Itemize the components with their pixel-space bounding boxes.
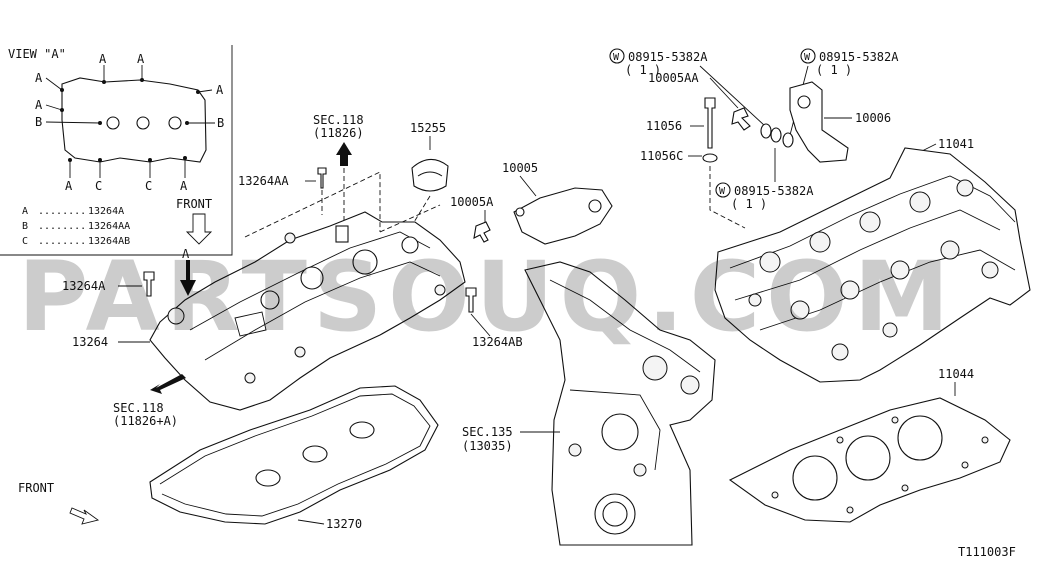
cover-port: [260, 290, 280, 310]
label-sec118-bottom-ref: (11826+A): [113, 414, 178, 428]
label-13264A: 13264A: [62, 279, 106, 293]
washer-symbol-icon: [715, 182, 731, 198]
inset-border: [0, 45, 233, 256]
label-13264AB: 13264AB: [472, 335, 523, 349]
legend-part: 13264A: [88, 206, 124, 217]
front-cover-group: 10005 10005A 13264AB SEC.135 (13035): [450, 161, 716, 546]
legend-key: C: [22, 236, 28, 247]
label-10005: 10005: [502, 161, 538, 175]
timing-chain-case-front: [524, 261, 716, 546]
view-a-plug-hole-3: [168, 116, 182, 130]
bolt-13264AB: [465, 287, 477, 313]
label-13264: 13264: [72, 335, 108, 349]
rocker-cover-gasket-13270: [149, 385, 439, 525]
legend-dots: ........: [38, 206, 86, 217]
bolt-10005AA: [731, 107, 751, 131]
view-a-plug-hole-2: [136, 116, 150, 130]
filler-port: [352, 249, 378, 275]
bolt-13264AA: [317, 167, 327, 189]
label-11056: 11056: [646, 119, 682, 133]
bracket-10005: [513, 187, 613, 245]
gasket-bore-1: [792, 455, 838, 501]
label-washer-3: 08915-5382A: [734, 184, 814, 198]
bolt-13264A: [143, 271, 155, 297]
label-11044: 11044: [938, 367, 974, 381]
label-sec118-top-ref: (11826): [313, 126, 364, 140]
view-a-callout: B: [35, 115, 42, 129]
label-washer-1-qty: ( 1 ): [625, 63, 661, 77]
bracket-10006: [789, 81, 849, 163]
label-sec118-top: SEC.118: [313, 113, 364, 127]
bolt-10005A: [473, 221, 491, 243]
cover-port: [401, 236, 419, 254]
pcv-valve: [335, 225, 349, 243]
label-13264AA: 13264AA: [238, 174, 289, 188]
label-washer-2-qty: ( 1 ): [816, 63, 852, 77]
gasket-bore-2: [845, 435, 891, 481]
view-a-arrow-icon: [180, 260, 196, 296]
pcv-arrow-up-icon: [336, 142, 352, 166]
label-11056C: 11056C: [640, 149, 683, 163]
head-bolt-11056: [704, 97, 716, 149]
cylinder-head-11041: [714, 147, 1031, 383]
legend-key: A: [22, 206, 28, 217]
oil-filler-cap: [411, 158, 449, 192]
legend-part: 13264AA: [88, 221, 130, 232]
view-a-inset: VIEW "A" A A A A A B B A C C A A .......…: [0, 45, 233, 256]
front-label: FRONT: [18, 481, 54, 495]
view-a-callout: A: [35, 71, 43, 85]
view-a-arrow-label: A: [182, 247, 190, 261]
washer-symbol-icon: [800, 48, 816, 64]
view-a-callout: C: [95, 179, 102, 193]
label-15255: 15255: [410, 121, 446, 135]
pcv-arrow-down-icon: [150, 374, 186, 394]
legend-dots: ........: [38, 221, 86, 232]
view-a-title: VIEW "A": [8, 47, 66, 61]
washer-symbol-text: W: [719, 186, 726, 197]
label-10005AA: 10005AA: [648, 71, 699, 85]
view-a-front-label: FRONT: [176, 197, 212, 211]
label-sec118-bottom: SEC.118: [113, 401, 164, 415]
gasket-bore-3: [897, 415, 943, 461]
filler-neck: [300, 266, 324, 290]
head-bolt-washer-11056C: [702, 153, 718, 163]
view-a-callout: A: [99, 52, 107, 66]
washer-symbol-text: W: [804, 52, 811, 63]
label-11041: 11041: [938, 137, 974, 151]
front-arrow-icon: [69, 507, 100, 525]
legend-part: 13264AB: [88, 236, 130, 247]
view-a-callout: A: [180, 179, 188, 193]
label-washer-3-qty: ( 1 ): [731, 197, 767, 211]
washer-symbol-icon: [609, 48, 625, 64]
view-a-callout: A: [65, 179, 73, 193]
view-a-callout: A: [137, 52, 145, 66]
label-washer-2: 08915-5382A: [819, 50, 899, 64]
rocker-cover-13264: [149, 211, 466, 411]
view-a-plug-hole-1: [106, 116, 120, 130]
view-a-callout: C: [145, 179, 152, 193]
label-13270: 13270: [326, 517, 362, 531]
view-a-callout: A: [35, 98, 43, 112]
view-a-callout: A: [216, 83, 224, 97]
label-washer-1: 08915-5382A: [628, 50, 708, 64]
view-a-callout: B: [217, 116, 224, 130]
cylinder-head-group: W 08915-5382A ( 1 ) W 08915-5382A ( 1 ) …: [609, 48, 1031, 523]
view-a-cover-outline: [61, 77, 207, 163]
rocker-cover-group: SEC.118 (11826) 15255 13264AA A 13264A: [18, 113, 466, 531]
label-10006: 10006: [855, 111, 891, 125]
front-arrow-down-icon: [185, 213, 213, 245]
legend-key: B: [22, 221, 28, 232]
label-10005A: 10005A: [450, 195, 494, 209]
watermark: PARTSOUQ.COM: [18, 241, 955, 353]
label-sec135: SEC.135: [462, 425, 513, 439]
figure-id: T111003F: [958, 545, 1016, 559]
label-sec135-ref: (13035): [462, 439, 513, 453]
washer-symbol-text: W: [613, 52, 620, 63]
legend-dots: ........: [38, 236, 86, 247]
